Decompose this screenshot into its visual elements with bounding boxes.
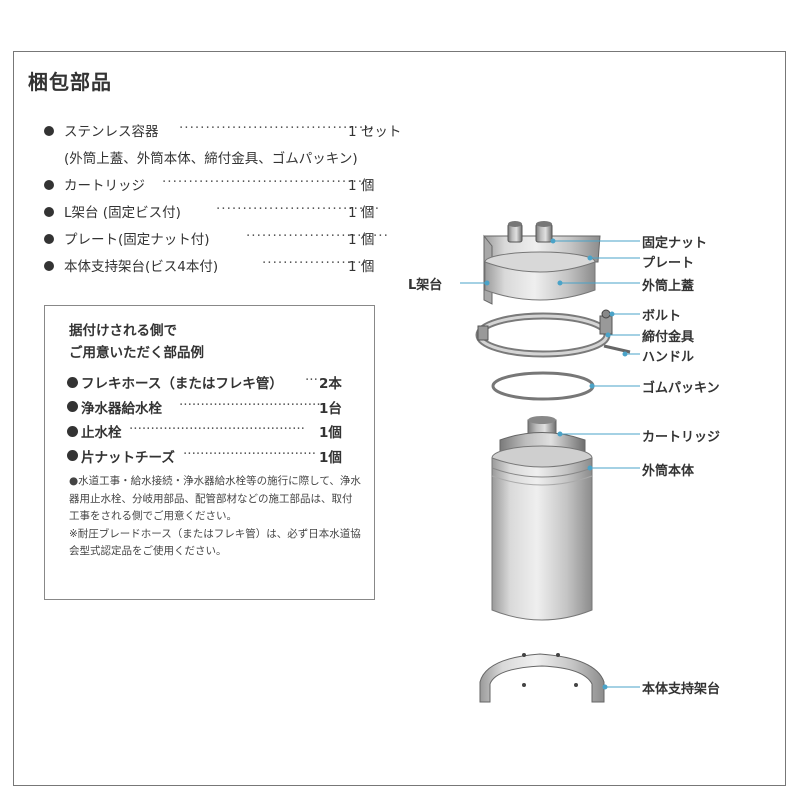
item-label: フレキホース（またはフレキ管） — [81, 376, 283, 392]
page-title: 梱包部品 — [28, 70, 112, 94]
label-top-lid: 外筒上蓋 — [642, 279, 695, 294]
dot-leader: ······························· — [183, 445, 317, 462]
item-qty: 1個 — [319, 425, 342, 441]
list-item: ステンレス容器 ································… — [44, 120, 401, 147]
part-label: プレート(固定ナット付) — [64, 232, 210, 248]
part-sub-label: (外筒上蓋、外筒本体、締付金具、ゴムパッキン) — [64, 151, 358, 167]
dot-leader: ········································ — [162, 174, 374, 190]
list-item: 止水栓 ····································… — [67, 421, 342, 446]
item-qty: 1台 — [319, 400, 342, 417]
nut-top — [536, 221, 552, 227]
item-label: 浄水器給水栓 — [81, 400, 162, 417]
rubber-gasket — [491, 371, 595, 401]
note-hose: ※耐圧ブレードホース（またはフレキ管）は、必ず日本水道協会型式認定品をご使用くだ… — [69, 527, 361, 558]
list-item: 本体支持架台(ビス4本付) ····················· 1 個 — [44, 255, 374, 282]
list-item-sub: (外筒上蓋、外筒本体、締付金具、ゴムパッキン) — [44, 147, 358, 174]
box-title: 据付けされる側で ご用意いただく部品例 — [69, 320, 204, 364]
label-support-bracket: 本体支持架台 — [642, 682, 721, 697]
list-item: フレキホース（またはフレキ管） ··· 2本 — [67, 372, 342, 397]
lid-body — [484, 261, 596, 301]
part-label: 本体支持架台(ビス4本付) — [64, 259, 219, 275]
label-fixing-nut: 固定ナット — [642, 236, 708, 251]
item-qty: 1個 — [319, 449, 342, 466]
handle — [603, 344, 631, 354]
part-qty: 1 個 — [348, 232, 375, 248]
bullet-icon — [67, 376, 78, 388]
outer-body — [491, 457, 593, 621]
item-label: 止水栓 — [81, 425, 122, 441]
leader-lines — [460, 238, 640, 690]
part-label: ステンレス容器 — [64, 124, 159, 140]
list-item: カートリッジ ·································… — [44, 174, 374, 201]
label-handle: ハンドル — [642, 350, 695, 365]
box-title-line1: 据付けされる側で — [69, 323, 177, 339]
dot-leader: ····································· — [179, 120, 375, 136]
bullet-icon — [44, 234, 54, 244]
nut-top — [508, 221, 522, 227]
part-qty: 1 セット — [348, 124, 402, 140]
part-label: カートリッジ — [64, 178, 145, 194]
installer-parts-list: フレキホース（またはフレキ管） ··· 2本 浄水器給水栓 ··········… — [67, 372, 342, 471]
part-label: L架台 (固定ビス付) — [64, 205, 181, 221]
bolt — [599, 315, 613, 335]
part-qty: 1 個 — [348, 259, 375, 275]
label-bolt: ボルト — [642, 309, 682, 324]
note-construction: ●水道工事・給水接続・浄水器給水栓等の施行に際して、浄水器用止水栓、分岐用部品、… — [69, 475, 361, 523]
bullet-icon — [67, 425, 78, 437]
dot-leader: ······························· — [216, 201, 381, 217]
list-item: L架台 (固定ビス付) ····························… — [44, 201, 379, 228]
list-item: プレート(固定ナット付) ···························… — [44, 228, 388, 255]
bullet-icon — [44, 261, 54, 271]
dot-leader: ··························· — [246, 228, 389, 244]
label-cartridge: カートリッジ — [642, 430, 721, 445]
package-parts-list: ステンレス容器 ································… — [44, 120, 401, 282]
housing-body — [491, 416, 593, 621]
label-l-bracket: L架台 — [408, 278, 443, 293]
bullet-icon — [44, 180, 54, 190]
label-plate: プレート — [642, 256, 695, 271]
dot-leader: ································· — [179, 396, 321, 413]
label-outer-body: 外筒本体 — [642, 464, 695, 479]
bullet-icon — [67, 450, 78, 461]
clamp-ring — [475, 309, 631, 358]
part-qty: 1 個 — [348, 178, 375, 194]
support-bracket — [479, 653, 605, 703]
installer-note: ●水道工事・給水接続・浄水器給水栓等の施行に際して、浄水器用止水栓、分岐用部品、… — [69, 473, 361, 561]
dot-leader: ··· — [305, 372, 318, 388]
installer-parts-box: 据付けされる側で ご用意いただく部品例 フレキホース（またはフレキ管） ··· … — [44, 305, 375, 600]
item-qty: 2本 — [319, 376, 342, 392]
dot-leader: ········································… — [129, 421, 305, 437]
list-item: 浄水器給水栓 ·································… — [67, 397, 342, 422]
content-frame — [13, 51, 786, 786]
bullet-icon — [44, 207, 54, 217]
top-lid-assembly — [483, 221, 601, 305]
dot-leader: ····················· — [262, 255, 374, 271]
box-title-line2: ご用意いただく部品例 — [69, 345, 204, 361]
bullet-icon — [67, 401, 78, 412]
bullet-icon — [44, 126, 54, 136]
part-qty: 1 個 — [348, 205, 375, 221]
label-rubber-gasket: ゴムパッキン — [642, 381, 720, 396]
list-item: 片ナットチーズ ······························· … — [67, 446, 342, 471]
label-clamp: 締付金具 — [642, 330, 695, 345]
item-label: 片ナットチーズ — [81, 449, 175, 466]
